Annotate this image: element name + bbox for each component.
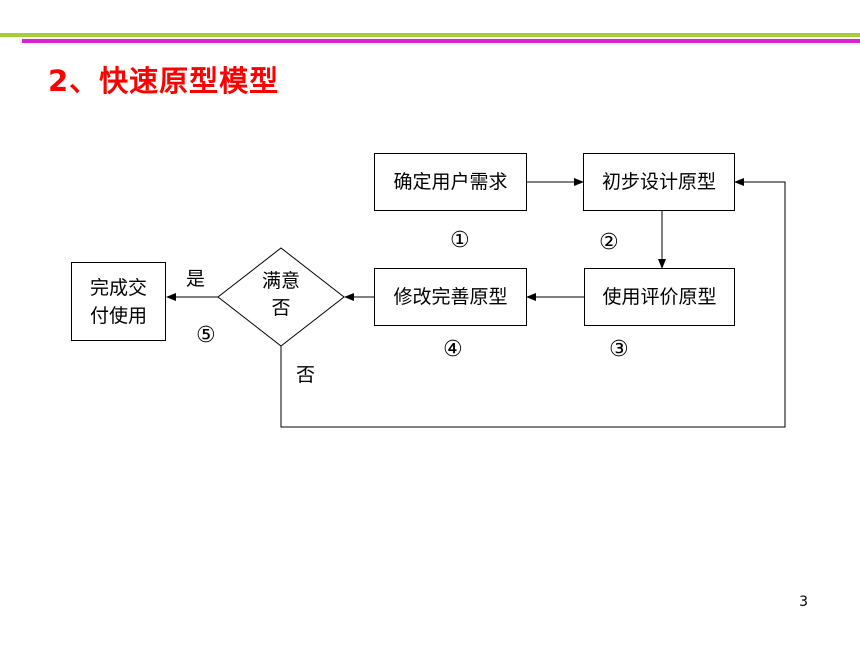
page-number: 3 xyxy=(799,594,808,610)
node-revise-improve: 修改完善原型 xyxy=(374,268,527,326)
node-label: 使用评价原型 xyxy=(602,286,717,308)
step-4: ④ xyxy=(443,337,463,362)
node-determine-requirements: 确定用户需求 xyxy=(374,153,527,211)
arrow-feedback-loop xyxy=(280,178,786,428)
node-label: 确定用户需求 xyxy=(393,171,508,193)
node-label: 初步设计原型 xyxy=(601,171,716,193)
step-2: ② xyxy=(599,230,619,255)
node-label: 修改完善原型 xyxy=(393,286,508,308)
decision-question: 满意 xyxy=(261,270,300,292)
label-no: 否 xyxy=(296,364,316,386)
step-5: ⑤ xyxy=(196,323,216,348)
decision-diamond xyxy=(217,247,345,347)
node-deliver: 完成交付使用 xyxy=(71,262,166,341)
slide-title: 2、快速原型模型 xyxy=(48,64,280,98)
node-label: 完成交付使用 xyxy=(89,276,147,327)
step-1: ① xyxy=(450,228,470,253)
top-rule-magenta xyxy=(22,39,860,43)
decision-label: 满意 否 xyxy=(250,268,312,322)
top-rule-green xyxy=(0,33,860,37)
node-initial-design: 初步设计原型 xyxy=(583,153,735,211)
label-yes: 是 xyxy=(186,268,206,290)
node-use-evaluate: 使用评价原型 xyxy=(584,268,735,326)
decision-no-inside: 否 xyxy=(271,297,291,319)
step-3: ③ xyxy=(609,337,629,362)
